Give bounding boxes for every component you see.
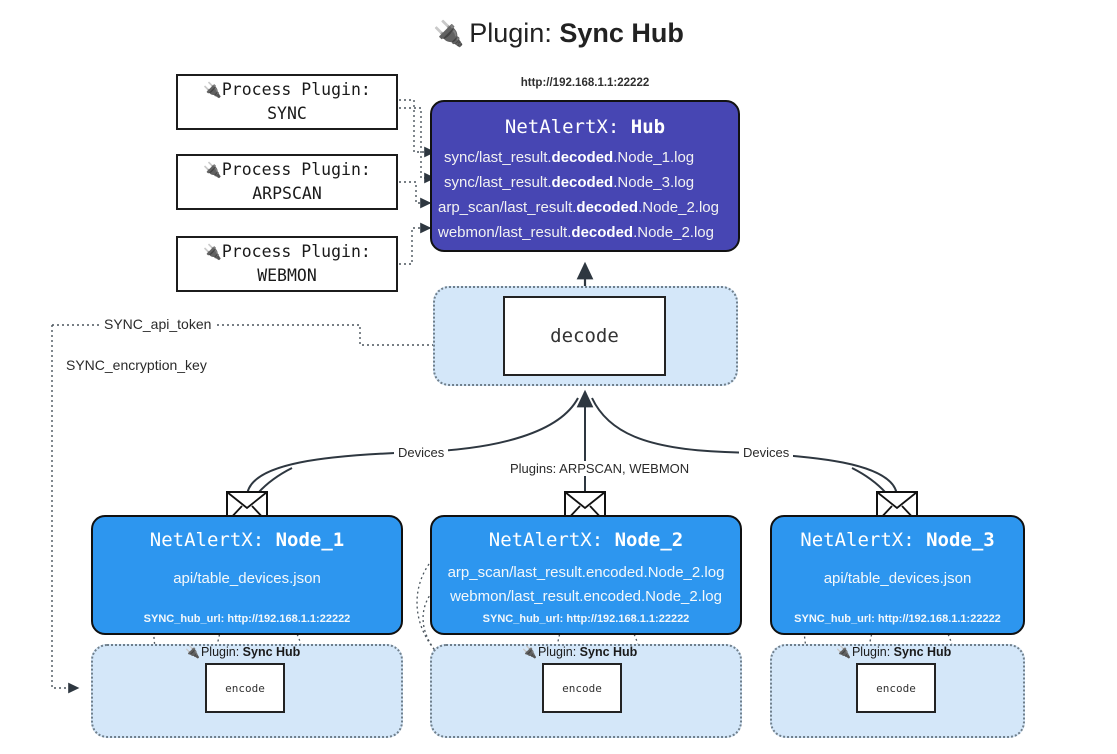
node-3[interactable]: NetAlertX: Node_3 api/table_devices.json…: [770, 515, 1025, 635]
hub-log-list: sync/last_result.decoded.Node_1.log sync…: [432, 146, 738, 246]
node-1-footer: SYNC_hub_url: http://192.168.1.1:22222: [143, 613, 351, 625]
plug-icon: 🔌: [433, 20, 465, 48]
sync-encryption-key-label: SYNC_encryption_key: [62, 357, 211, 373]
node-3-lines: api/table_devices.json: [772, 567, 1023, 591]
node-2-footer: SYNC_hub_url: http://192.168.1.1:22222: [482, 613, 690, 625]
hub-log-line: webmon/last_result.decoded.Node_2.log: [438, 223, 714, 241]
node-2[interactable]: NetAlertX: Node_2 arp_scan/last_result.e…: [430, 515, 742, 635]
plugin-label-node-2: 🔌Plugin: Sync Hub: [522, 645, 638, 659]
decode-box[interactable]: decode: [503, 296, 666, 376]
hub-title: NetAlertX: Hub: [504, 116, 666, 138]
title-name: Sync Hub: [559, 18, 684, 48]
decode-label: decode: [550, 325, 619, 347]
node-2-line: webmon/last_result.encoded.Node_2.log: [450, 588, 722, 606]
hub-log-line: sync/last_result.decoded.Node_1.log: [444, 149, 695, 166]
plugin-label-node-1: 🔌Plugin: Sync Hub: [185, 645, 301, 659]
encode-box-node-1[interactable]: encode: [205, 663, 285, 713]
node-1[interactable]: NetAlertX: Node_1 api/table_devices.json…: [91, 515, 403, 635]
node-3-footer: SYNC_hub_url: http://192.168.1.1:22222: [794, 613, 1001, 625]
node-2-title: NetAlertX: Node_2: [488, 529, 684, 551]
process-plugin-webmon-line1: 🔌Process Plugin:: [203, 242, 371, 262]
process-plugin-webmon-line2: WEBMON: [257, 266, 317, 285]
process-plugin-arpscan-line1: 🔌Process Plugin:: [203, 160, 371, 180]
hub-url-label: http://192.168.1.1:22222: [520, 77, 650, 89]
hub-log-line: sync/last_result.decoded.Node_3.log: [444, 173, 695, 191]
plug-icon: 🔌: [836, 645, 851, 659]
plug-icon: 🔌: [185, 645, 200, 659]
node-2-line: arp_scan/last_result.encoded.Node_2.log: [447, 564, 725, 581]
edge-label-plugins-center: Plugins: ARPSCAN, WEBMON: [506, 461, 694, 476]
plug-icon: 🔌: [203, 81, 222, 100]
title-prefix: Plugin:: [469, 18, 552, 48]
process-plugin-sync-line1: 🔌Process Plugin:: [203, 80, 371, 100]
encode-container-node-3: [770, 644, 1025, 738]
process-plugin-sync-line2: SYNC: [267, 104, 307, 123]
encode-box-node-3[interactable]: encode: [856, 663, 936, 713]
sync-api-token-label: SYNC_api_token: [100, 316, 216, 332]
node-1-line: api/table_devices.json: [173, 570, 321, 587]
encode-box-node-2[interactable]: encode: [542, 663, 622, 713]
edge-label-devices-right: Devices: [739, 445, 794, 460]
node-1-title: NetAlertX: Node_1: [149, 529, 345, 551]
encode-label: encode: [225, 681, 265, 695]
page-title: 🔌Plugin: Sync Hub: [0, 18, 1117, 49]
plugin-label-node-3: 🔌Plugin: Sync Hub: [836, 645, 952, 659]
process-plugin-arpscan-line2: ARPSCAN: [252, 184, 322, 203]
encode-container-node-2: [430, 644, 742, 738]
encode-label: encode: [562, 681, 602, 695]
node-3-line: api/table_devices.json: [823, 570, 972, 587]
hub-log-line: arp_scan/last_result.decoded.Node_2.log: [438, 198, 719, 216]
process-plugin-sync[interactable]: 🔌Process Plugin: SYNC: [176, 74, 398, 130]
process-plugin-webmon[interactable]: 🔌Process Plugin: WEBMON: [176, 236, 398, 292]
edge-label-devices-left: Devices: [394, 445, 449, 460]
plug-icon: 🔌: [522, 645, 537, 659]
encode-label: encode: [876, 681, 916, 695]
node-3-title: NetAlertX: Node_3: [800, 529, 995, 551]
hub-node[interactable]: NetAlertX: Hub sync/last_result.decoded.…: [430, 100, 740, 252]
node-2-lines: arp_scan/last_result.encoded.Node_2.log …: [432, 561, 740, 610]
node-1-lines: api/table_devices.json: [93, 567, 401, 591]
process-plugin-arpscan[interactable]: 🔌Process Plugin: ARPSCAN: [176, 154, 398, 210]
plug-icon: 🔌: [203, 243, 222, 262]
plug-icon: 🔌: [203, 161, 222, 180]
